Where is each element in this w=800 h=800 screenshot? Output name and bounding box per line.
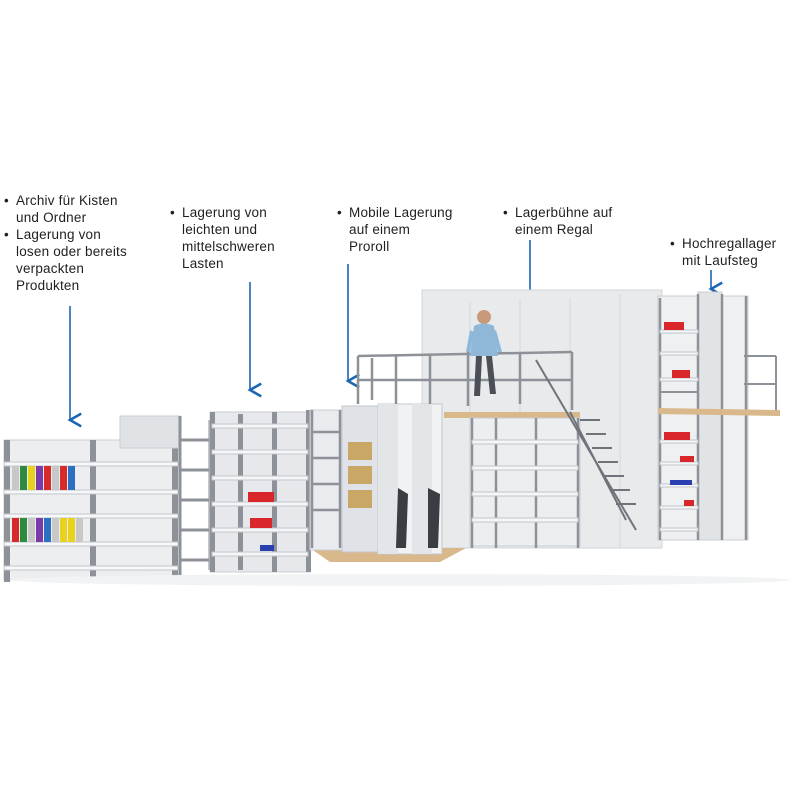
callout-archive-text: Archiv für Kisten und Ordner <box>4 192 127 226</box>
high-bay-racking <box>657 291 780 541</box>
callout-arrows <box>67 240 723 428</box>
person-figure <box>466 310 502 396</box>
loose-goods-panel <box>119 415 181 449</box>
callout-highbay-text: Hochregallager mit Laufsteg <box>670 235 776 269</box>
callout-platform: Lagerbühne auf einem Regal <box>503 204 612 238</box>
callout-medium: Lagerung von leichten und mittelschweren… <box>170 204 275 272</box>
mobile-shelving-proroll <box>309 403 466 562</box>
mezzanine-platform <box>356 350 637 548</box>
binders-row-1 <box>12 466 75 490</box>
medium-load-shelving <box>209 410 311 573</box>
callout-archive: Archiv für Kisten und Ordner Lagerung vo… <box>4 192 127 294</box>
callout-mobile-text: Mobile Lagerung auf einem Proroll <box>337 204 453 255</box>
callout-mobile: Mobile Lagerung auf einem Proroll <box>337 204 453 255</box>
callout-loose-text: Lagerung von losen oder bereits verpackt… <box>4 226 127 294</box>
side-ladder-frame <box>178 416 212 576</box>
red-bins <box>248 492 274 502</box>
floor-shadow <box>10 574 790 586</box>
blue-bins <box>260 545 274 551</box>
callout-highbay: Hochregallager mit Laufsteg <box>670 235 776 269</box>
binders-row-2 <box>12 518 83 542</box>
callout-medium-text: Lagerung von leichten und mittelschweren… <box>170 204 275 272</box>
callout-platform-text: Lagerbühne auf einem Regal <box>503 204 612 238</box>
archive-shelving <box>3 439 181 582</box>
